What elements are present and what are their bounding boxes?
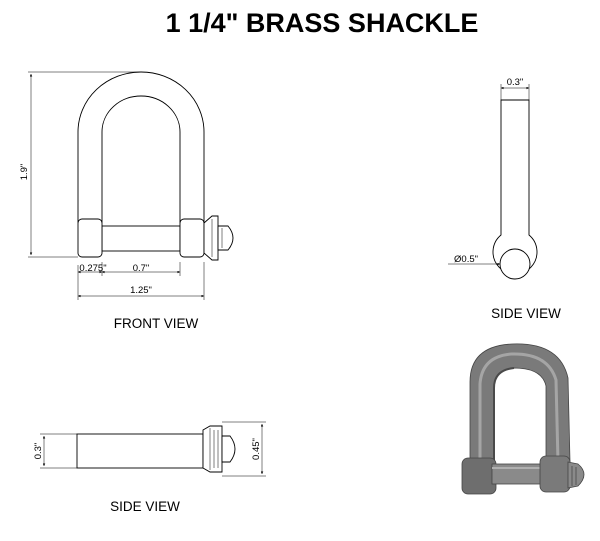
side-bar [492,99,538,275]
pin-side-knob [221,435,236,463]
front-view: 1.9" 0.275" 0.7" 1.25" FRONT VIEW [19,71,234,331]
left-eye [77,218,103,258]
drawing-title: 1 1/4" BRASS SHACKLE [166,8,479,38]
dim-height: 1.9" [19,164,30,181]
side-view-lower: 0.3" 0.45" SIDE VIEW [33,421,266,514]
dim-head-height: 0.45" [251,438,262,460]
render-left-eye [461,457,497,495]
render-right-eye [539,455,571,493]
pin-head-knob [217,225,234,251]
pin-side-head [202,425,223,473]
pin-body [101,225,181,252]
render-bow [469,343,571,471]
dim-inner-width: 0.7" [133,263,150,274]
right-eye [179,218,205,258]
dim-thickness: 0.3" [507,77,524,88]
dim-pin-diameter: 0.275" [79,263,106,274]
dim-pin-height: 0.3" [33,443,44,460]
dim-overall-width: 1.25" [130,285,152,296]
side-eye-hole [499,248,531,280]
pin-head [203,215,219,261]
dim-eye-diameter: Ø0.5" [454,254,478,265]
side-view-lower-label: SIDE VIEW [110,499,180,514]
side-view-upper-label: SIDE VIEW [491,306,561,321]
pin-side-body [76,433,204,469]
side-view-upper: 0.3" Ø0.5" SIDE VIEW [448,77,561,321]
front-view-label: FRONT VIEW [114,316,199,331]
shackle-3d-render [461,343,585,495]
shackle-bow [77,71,205,223]
